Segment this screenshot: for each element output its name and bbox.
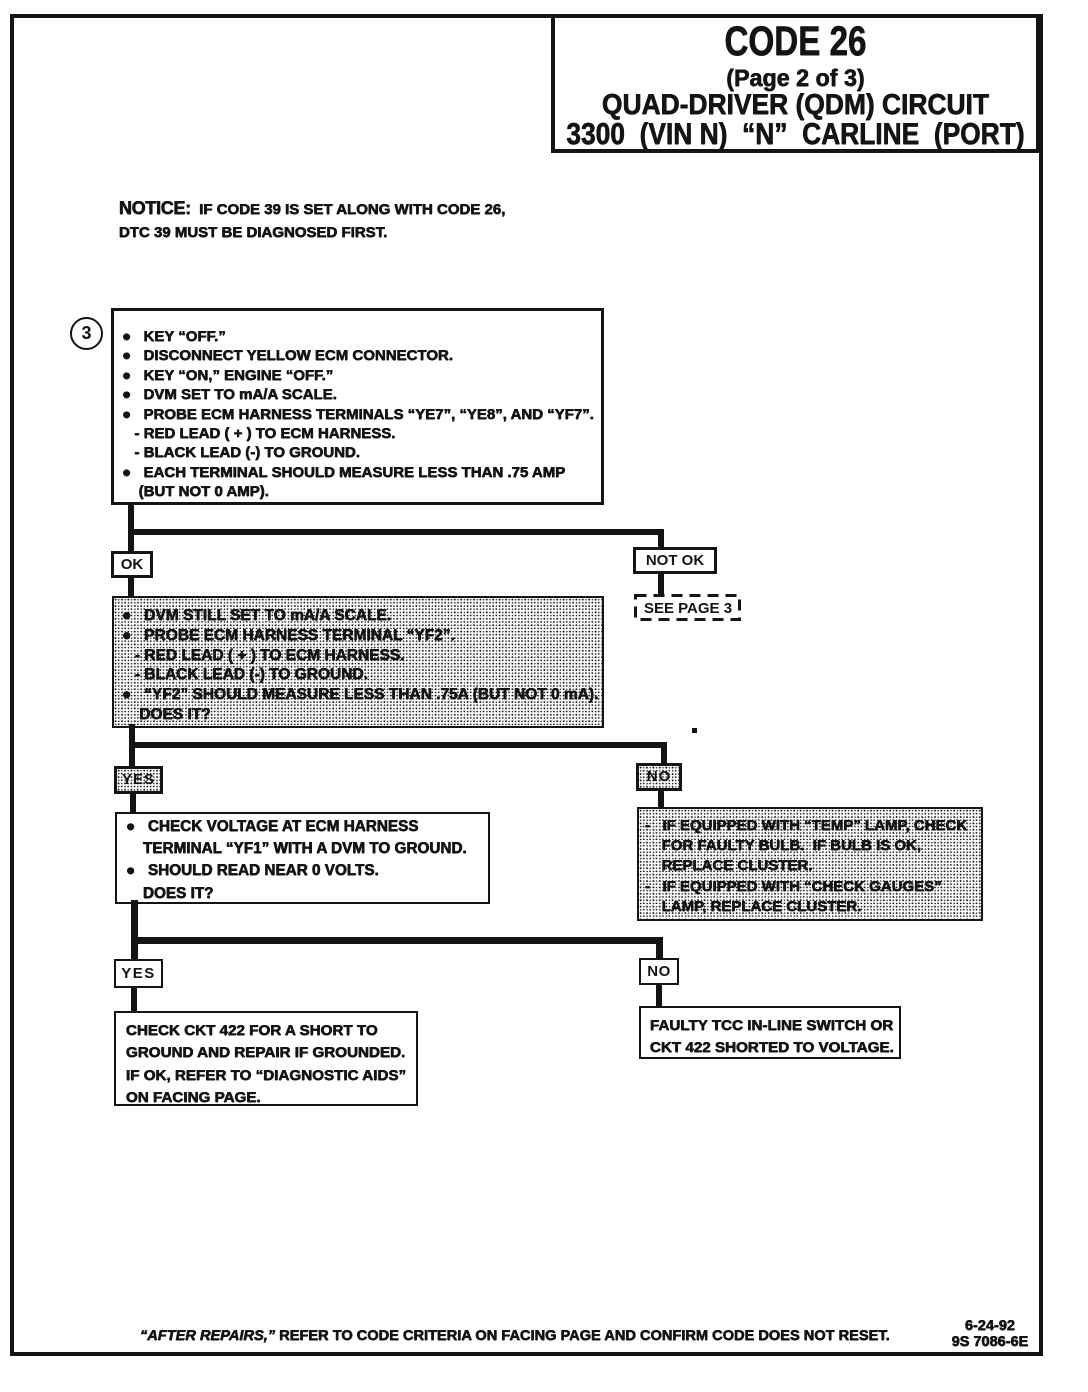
svg-text:SEE PAGE 3: SEE PAGE 3 [644,600,732,617]
